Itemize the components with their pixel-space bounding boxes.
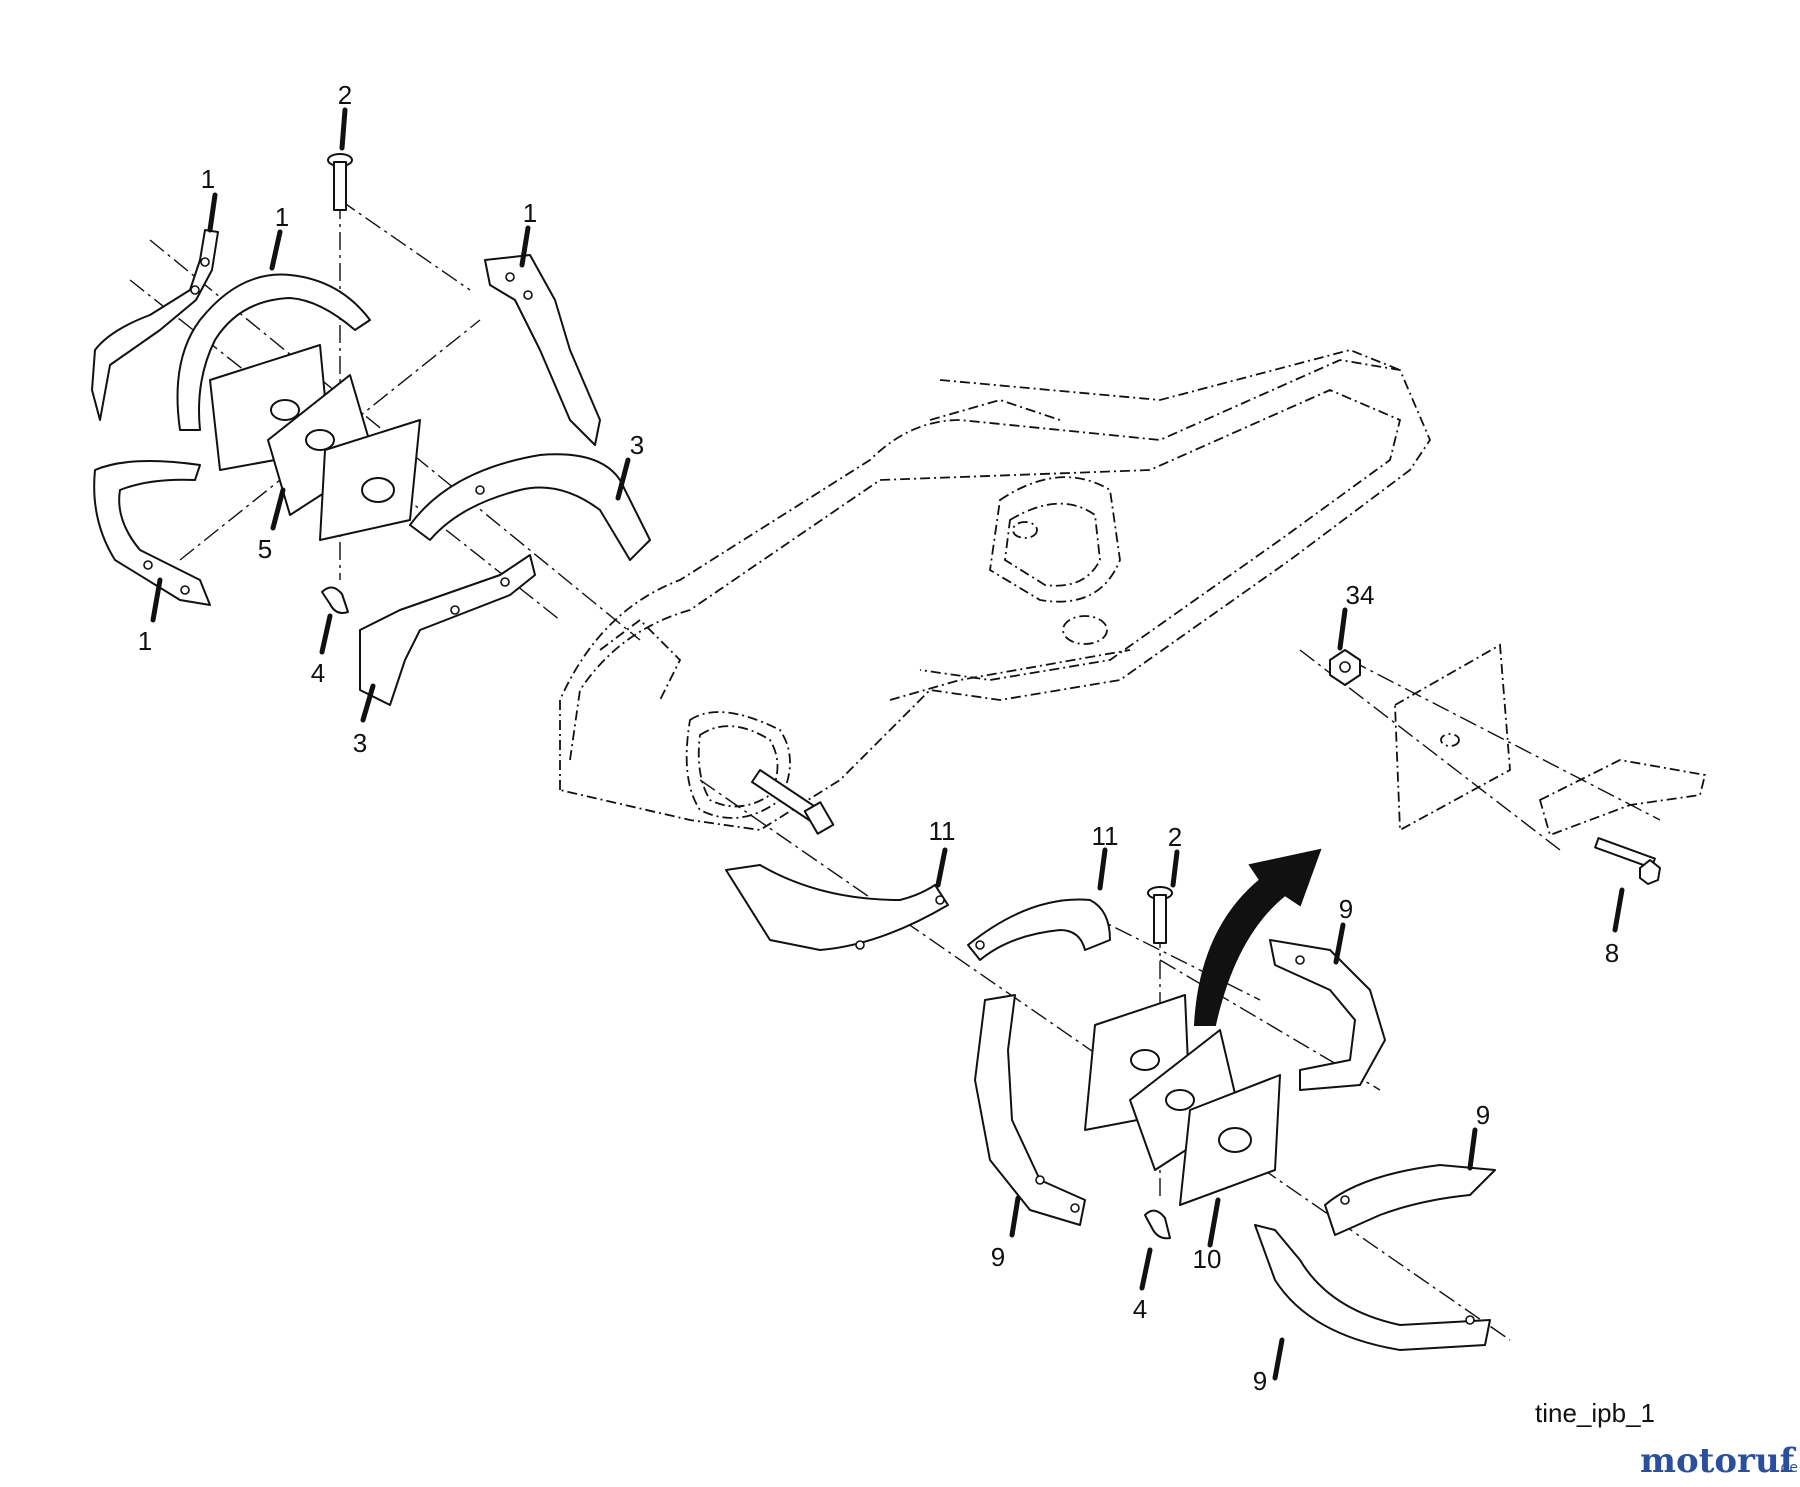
- clevis-pin-right: [1147, 886, 1173, 944]
- callout-11-a: 11: [929, 816, 956, 846]
- tine-9-upper-right: [1269, 939, 1386, 1091]
- tine-3-lower: [359, 554, 536, 706]
- outer-flange-phantom: [1394, 643, 1707, 837]
- hairpin-clip-right: [1144, 1209, 1171, 1240]
- callout-1-b: 1: [275, 202, 289, 232]
- callout-1-d: 1: [138, 626, 152, 656]
- callout-2-b: 2: [1168, 822, 1182, 852]
- right-tine-assembly: [725, 864, 1496, 1351]
- tine-9-bottom: [1254, 1224, 1491, 1351]
- gear-case-phantom: [559, 349, 1432, 831]
- callout-9-d: 9: [1253, 1366, 1267, 1396]
- tine-1-lower: [93, 460, 211, 606]
- callout-4-a: 4: [311, 658, 325, 688]
- leader-lines: [150, 107, 1625, 1381]
- rotation-direction-arrow: [1193, 848, 1322, 1026]
- callout-8: 8: [1605, 938, 1619, 968]
- tine-1-curved: [176, 273, 371, 431]
- callout-10: 10: [1193, 1244, 1222, 1274]
- watermark-suffix: .de: [1776, 1460, 1798, 1476]
- motoruf-watermark: motoruf .de: [1640, 1441, 1798, 1481]
- callout-labels: 1 1 1 1 2 2 3 3 4 4 5 34 8 11 11 9 9 9 9…: [138, 80, 1619, 1396]
- hairpin-clip-left: [321, 586, 349, 614]
- callout-3-b: 3: [353, 728, 367, 758]
- callout-34: 34: [1346, 580, 1375, 610]
- tine-11-small: [967, 898, 1111, 961]
- callout-1-a: 1: [201, 164, 215, 194]
- tine-shaft: [751, 769, 835, 835]
- callout-9-a: 9: [1339, 894, 1353, 924]
- callout-4-b: 4: [1133, 1294, 1147, 1324]
- hex-nut-34: [1329, 649, 1361, 686]
- tine-3-upper: [409, 453, 651, 561]
- callout-3-a: 3: [630, 430, 644, 460]
- tine-9-left: [974, 994, 1086, 1226]
- callout-2-a: 2: [338, 80, 352, 110]
- hex-bolt-8: [1594, 837, 1661, 885]
- callout-5: 5: [258, 534, 272, 564]
- tine-9-lower-right: [1324, 1164, 1496, 1236]
- callout-11-b: 11: [1092, 821, 1119, 851]
- clevis-pin-left: [327, 153, 353, 211]
- tine-1-right-upper: [484, 254, 601, 446]
- tine-11-large: [725, 864, 949, 951]
- tine-1-left-upper: [91, 229, 219, 421]
- callout-9-c: 9: [991, 1242, 1005, 1272]
- callout-1-c: 1: [523, 198, 537, 228]
- figure-caption: tine_ipb_1: [1535, 1398, 1655, 1428]
- callout-9-b: 9: [1476, 1100, 1490, 1130]
- watermark-brand: motoruf: [1640, 1441, 1797, 1481]
- left-tine-assembly: [91, 229, 651, 706]
